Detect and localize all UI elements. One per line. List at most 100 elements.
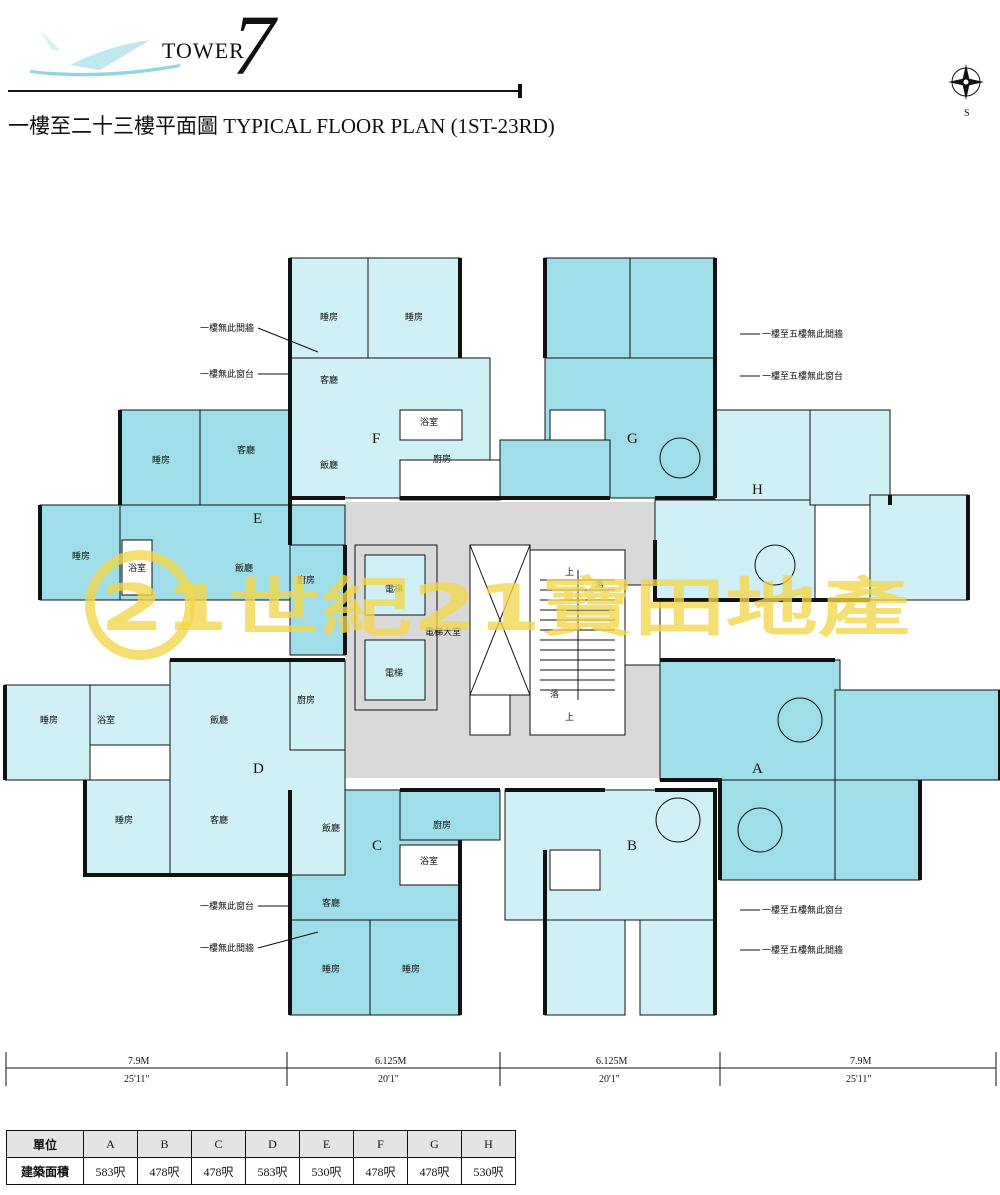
dim-1-metric: 7.9M — [128, 1056, 150, 1067]
table-cell: A — [83, 1130, 138, 1158]
room-label-f-living: 客廳 — [320, 374, 338, 385]
stair-treads — [540, 570, 615, 700]
tower-label: TOWER — [162, 38, 245, 63]
stair-label-down-2: 落 — [550, 688, 559, 699]
table-cell: 478呎 — [353, 1157, 408, 1185]
unit-G — [499, 257, 717, 500]
table-row: 建築面積 583呎 478呎 478呎 583呎 530呎 478呎 478呎 … — [6, 1157, 516, 1185]
room-label-c-bedroom-2: 睡房 — [402, 963, 420, 974]
room-label-e-living: 客廳 — [237, 444, 255, 455]
corridor-room — [469, 694, 511, 736]
room-label-lift-lobby: 電梯大堂 — [425, 626, 461, 637]
unit-B — [504, 788, 717, 1016]
table-cell: C — [191, 1130, 246, 1158]
room-label-c-living: 客廳 — [322, 897, 340, 908]
unit-A — [659, 658, 1000, 881]
dim-3-imperial: 20'1" — [599, 1074, 620, 1085]
note-b-no-bay: 一樓至五樓無此窗台 — [762, 904, 843, 915]
unit-label-B: B — [627, 838, 637, 854]
note-c-no-partition: 一樓無此間牆 — [200, 942, 254, 953]
room-label-e-bedroom-1: 睡房 — [152, 454, 170, 465]
room-label-e-bedroom-2: 睡房 — [72, 550, 90, 561]
dim-2-metric: 6.125M — [375, 1056, 407, 1067]
table-cell: H — [461, 1130, 516, 1158]
table-cell: 530呎 — [461, 1157, 516, 1185]
room-label-d-bathroom: 浴室 — [97, 714, 115, 725]
unit-E — [38, 409, 347, 656]
table-cell: 583呎 — [245, 1157, 300, 1185]
dim-4-imperial: 25'11" — [846, 1074, 872, 1085]
room-label-f-bedroom-2: 睡房 — [405, 311, 423, 322]
room-label-c-bathroom: 浴室 — [420, 855, 438, 866]
room-label-lift-1: 電梯 — [385, 583, 403, 594]
table-row-header: 建築面積 — [6, 1157, 84, 1185]
agency-watermark: 21世紀21寶田地產 — [85, 550, 910, 660]
room-label-d-bedroom-2: 睡房 — [115, 814, 133, 825]
watermark-text: 21世紀21寶田地產 — [100, 572, 910, 646]
table-cell: D — [245, 1130, 300, 1158]
unit-F — [288, 257, 501, 501]
room-label-d-bedroom-1: 睡房 — [40, 714, 58, 725]
dim-4-metric: 7.9M — [850, 1056, 872, 1067]
room-label-c-bedroom-1: 睡房 — [322, 963, 340, 974]
table-cell: 478呎 — [137, 1157, 192, 1185]
room-label-f-bedroom-1: 睡房 — [320, 311, 338, 322]
stair-label-up-2: 上 — [565, 712, 574, 722]
room-label-f-kitchen: 廚房 — [433, 453, 451, 464]
lift-1 — [364, 554, 426, 616]
title-rule — [8, 90, 522, 92]
table-cell: 583呎 — [83, 1157, 138, 1185]
room-label-e-kitchen: 廚房 — [297, 574, 315, 585]
table-cell: E — [299, 1130, 354, 1158]
stair-label-down-1: 落 — [595, 578, 604, 589]
room-label-c-kitchen: 廚房 — [433, 819, 451, 830]
compass-letter: S — [964, 108, 970, 119]
room-label-d-dining: 飯廳 — [210, 714, 228, 725]
table-cell: G — [407, 1130, 462, 1158]
room-label-d-living: 客廳 — [210, 814, 228, 825]
unit-D — [3, 658, 346, 877]
table-cell: 478呎 — [407, 1157, 462, 1185]
floor-plan: .light{fill:#cff1f6;stroke:#111;stroke-w… — [3, 257, 1000, 1016]
note-b-no-partition: 一樓至五樓無此間牆 — [762, 944, 843, 955]
note-g-no-partition: 一樓至五樓無此間牆 — [762, 328, 843, 339]
note-f-no-bay: 一樓無此窗台 — [200, 368, 254, 379]
table-cell: 530呎 — [299, 1157, 354, 1185]
table-cell: F — [353, 1130, 408, 1158]
note-f-no-partition: 一樓無此間牆 — [200, 322, 254, 333]
lift-2 — [364, 639, 426, 701]
room-label-e-dining: 飯廳 — [235, 562, 253, 573]
area-table: 單位 A B C D E F G H 建築面積 583呎 478呎 478呎 5… — [6, 1130, 516, 1185]
note-c-no-bay: 一樓無此窗台 — [200, 900, 254, 911]
compass-icon — [948, 64, 984, 100]
unit-label-H: H — [752, 482, 763, 498]
room-label-f-bathroom: 浴室 — [420, 416, 438, 427]
table-cell: 478呎 — [191, 1157, 246, 1185]
table-row: 單位 A B C D E F G H — [6, 1130, 516, 1158]
title-rule-end — [518, 84, 522, 98]
unit-label-G: G — [627, 431, 638, 447]
dimension-line: 7.9M 25'11" 6.125M 20'1" 6.125M 20'1" 7.… — [5, 1052, 997, 1086]
unit-label-D: D — [253, 761, 264, 777]
unit-label-E: E — [253, 511, 262, 527]
room-label-e-bathroom: 浴室 — [128, 562, 146, 573]
tower-number: 7 — [232, 0, 275, 93]
plan-title: 一樓至二十三樓平面圖 TYPICAL FLOOR PLAN (1ST-23RD) — [8, 114, 555, 138]
unit-label-F: F — [372, 431, 380, 447]
stair-label-up-1: 上 — [565, 567, 574, 577]
dim-3-metric: 6.125M — [596, 1056, 628, 1067]
room-label-f-dining: 飯廳 — [320, 459, 338, 470]
room-label-lift-2: 電梯 — [385, 667, 403, 678]
room-label-c-dining: 飯廳 — [322, 822, 340, 833]
table-cell: B — [137, 1130, 192, 1158]
unit-label-A: A — [752, 761, 763, 777]
dim-1-imperial: 25'11" — [124, 1074, 150, 1085]
unit-label-C: C — [372, 838, 382, 854]
room-label-d-kitchen: 廚房 — [297, 694, 315, 705]
note-g-no-bay: 一樓至五樓無此窗台 — [762, 370, 843, 381]
table-row-header: 單位 — [6, 1130, 84, 1158]
lift-shaft — [354, 544, 438, 711]
dim-2-imperial: 20'1" — [378, 1074, 399, 1085]
developer-logo — [30, 30, 180, 77]
unit-H — [653, 409, 970, 602]
